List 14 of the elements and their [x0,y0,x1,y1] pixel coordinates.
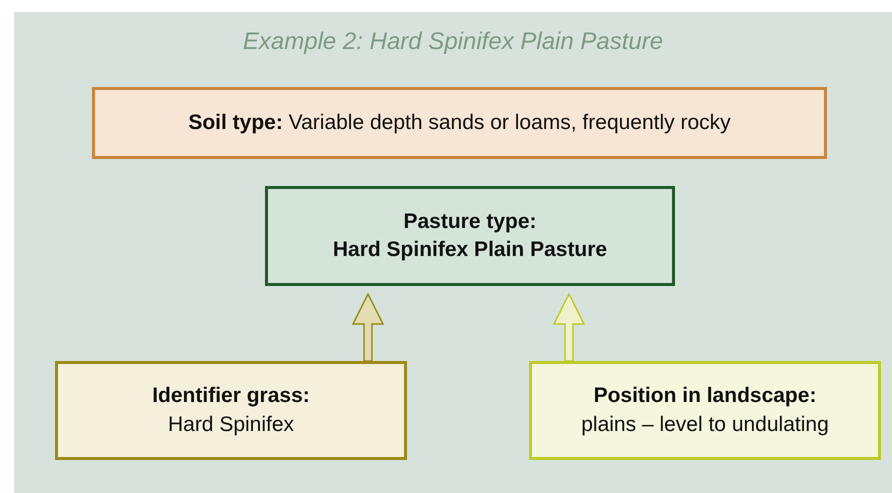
box-heading: Position in landscape: [594,383,816,410]
box-heading: Pasture type: [403,208,537,235]
box-text: Soil type: Variable depth sands or loams, frequently rocky [188,110,731,136]
text-box [265,186,675,286]
text-box [92,87,827,159]
box-text: plains – level to undulating [581,412,829,438]
box-heading: Identifier grass: [152,383,310,410]
text-box [55,361,407,460]
box-text: Hard Spinifex [168,412,294,438]
diagram-title: Example 2: Hard Spinifex Plain Pasture [242,28,664,56]
block-arrow [352,292,384,362]
text-box [529,361,881,460]
block-arrow [552,292,586,362]
box-text: Hard Spinifex Plain Pasture [332,237,608,263]
